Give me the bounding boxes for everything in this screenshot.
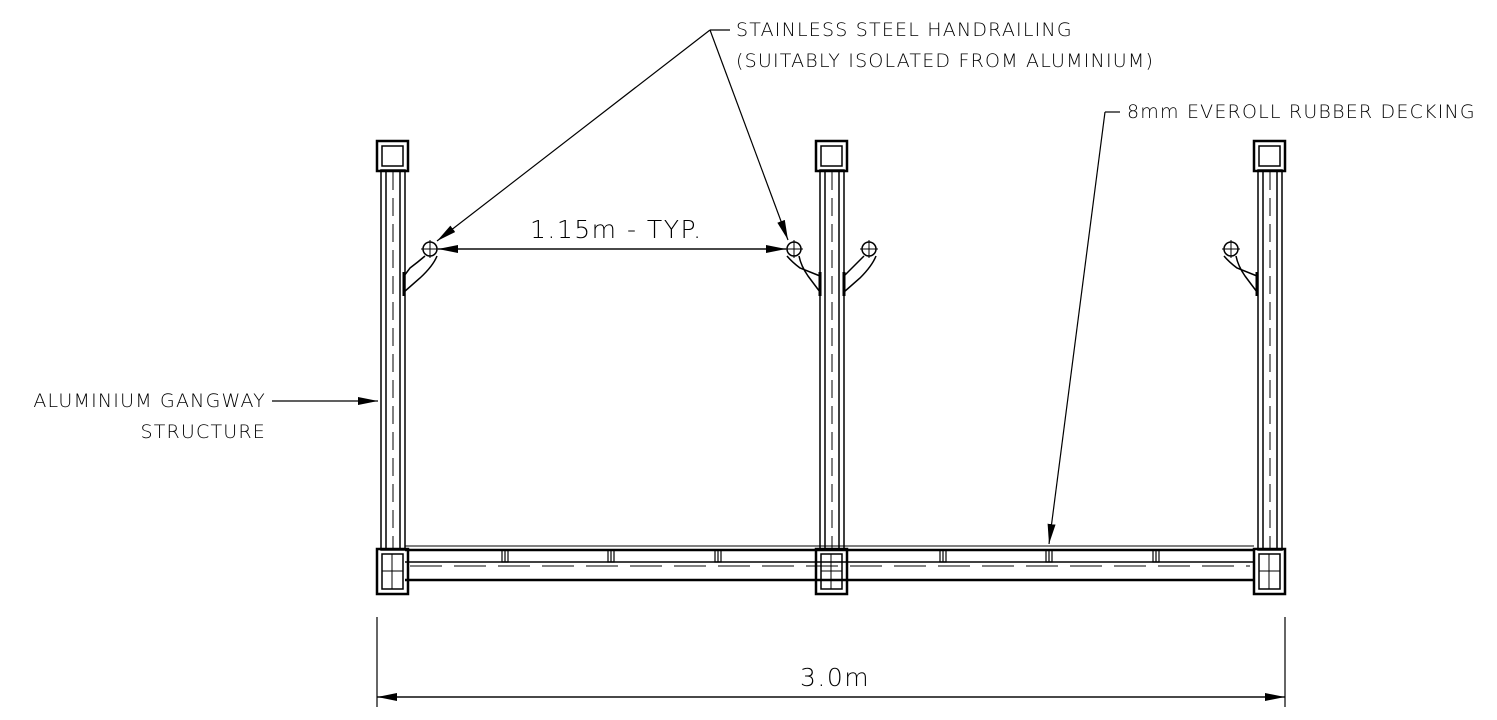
deck-fixings — [502, 550, 1159, 562]
deck-beam — [405, 546, 1254, 580]
handrail-bracket-3 — [844, 240, 878, 296]
post-right — [1254, 141, 1285, 550]
overall-width-dimension-label: 3.0m — [800, 663, 871, 692]
deck-node-left — [377, 549, 408, 594]
rail-spacing-dimension-label: 1.15m - TYP. — [530, 215, 703, 244]
dimension-overall-width — [377, 617, 1285, 707]
leader-handrailing — [437, 30, 788, 241]
decking-label: 8mm EVEROLL RUBBER DECKING — [1127, 101, 1476, 123]
deck-node-middle — [816, 549, 847, 594]
deck-node-right — [1254, 549, 1285, 594]
handrailing-label-line1: STAINLESS STEEL HANDRAILING — [736, 19, 1073, 41]
post-middle — [816, 141, 847, 550]
handrailing-label-line2: (SUITABLY ISOLATED FROM ALUMINIUM) — [736, 50, 1155, 72]
handrail-bracket-4 — [1222, 240, 1257, 296]
post-left — [377, 141, 408, 550]
structure-label-line1: ALUMINIUM GANGWAY — [33, 390, 266, 412]
structure-label-line2: STRUCTURE — [140, 421, 266, 443]
handrail-bracket-2 — [785, 240, 820, 296]
handrail-bracket-1 — [404, 240, 439, 296]
leader-decking — [1047, 112, 1120, 544]
